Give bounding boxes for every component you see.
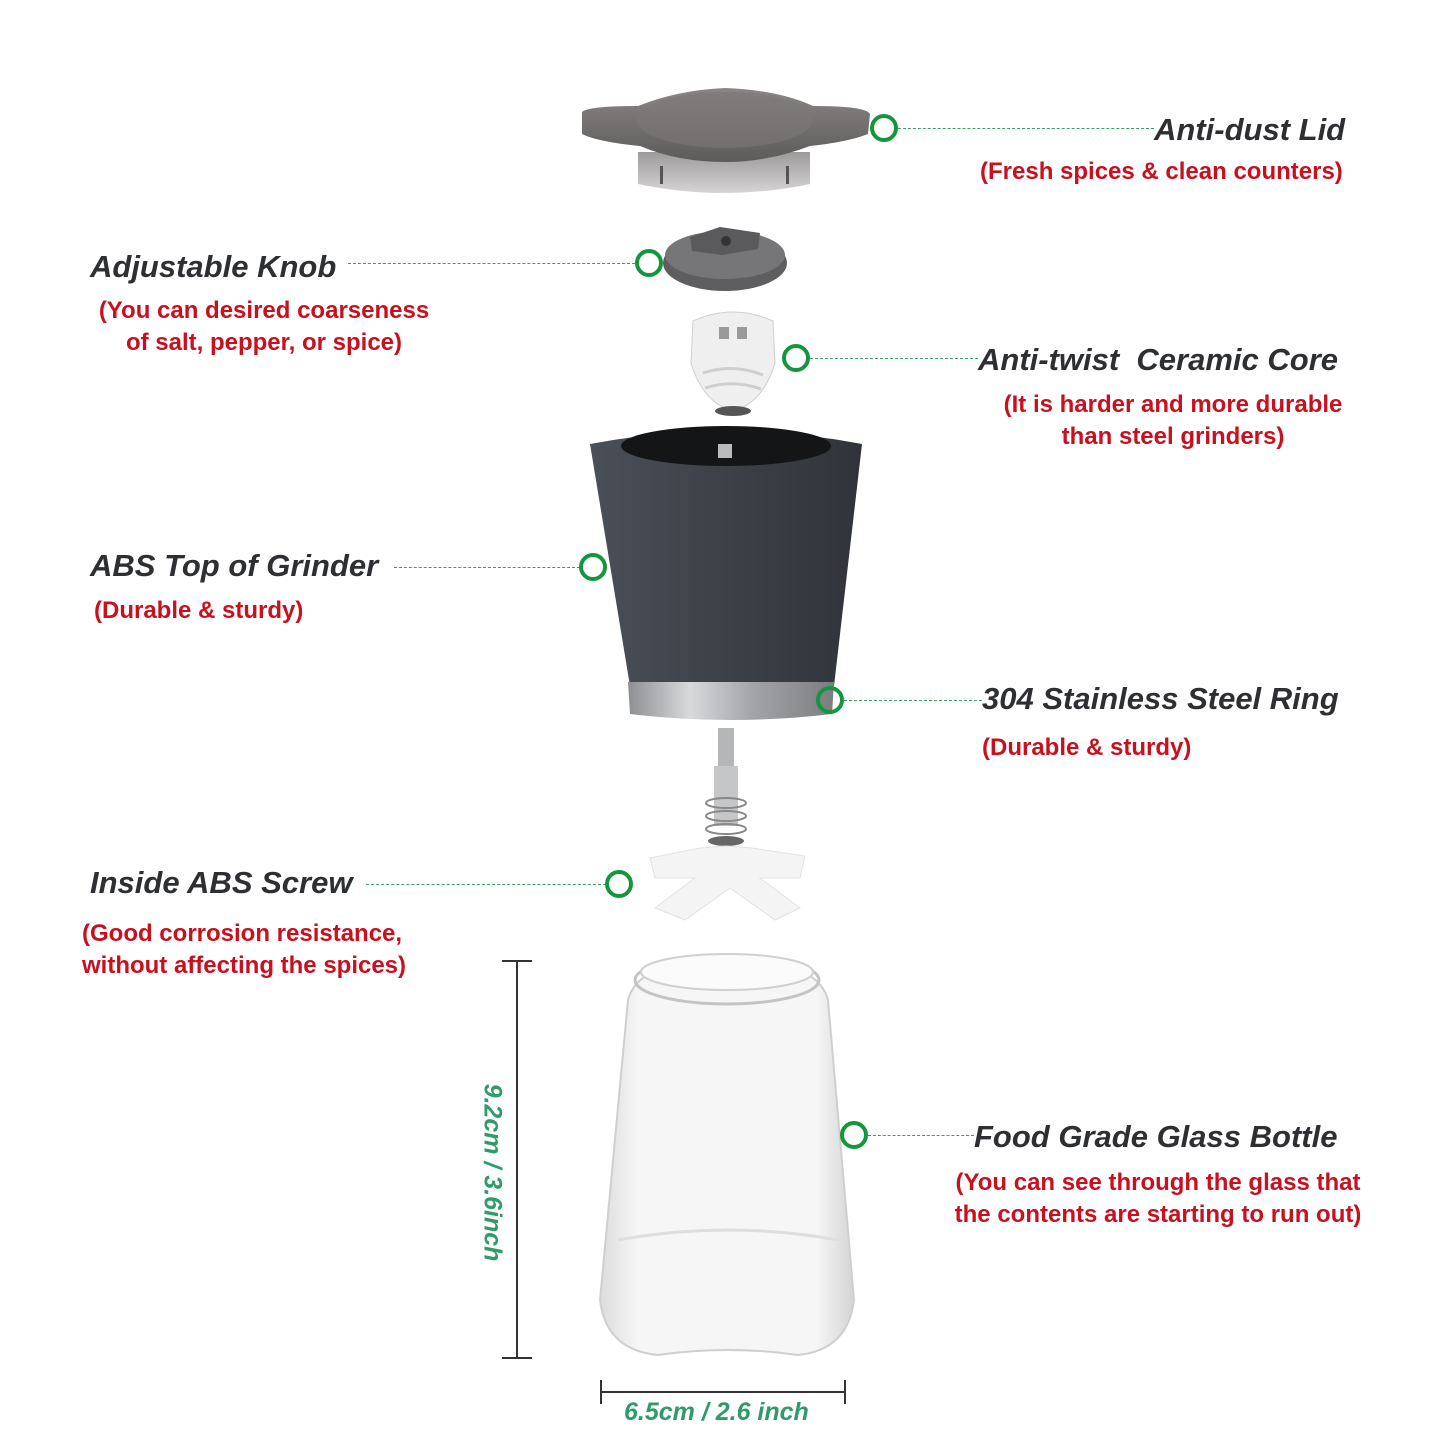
callout-description: (Durable & sturdy) — [94, 597, 304, 624]
glass-bottle-image — [598, 953, 856, 1357]
leader-line — [868, 1135, 974, 1136]
callout-description: (Fresh spices & clean counters) — [980, 158, 1343, 185]
callout-description: (Good corrosion resistance, without affe… — [82, 918, 406, 982]
width-dimension-cap-left — [600, 1380, 602, 1404]
width-dimension-label: 6.5cm / 2.6 inch — [624, 1398, 809, 1426]
marker-circle-icon — [635, 249, 663, 277]
marker-circle-icon — [579, 553, 607, 581]
callout-description-line: (It is harder and more durable — [1003, 391, 1343, 418]
marker-circle-icon — [782, 344, 810, 372]
callout-title: Anti-dust Lid — [1154, 112, 1346, 147]
height-dimension-cap-top — [502, 960, 532, 962]
callout-description-line: without affecting the spices) — [82, 952, 407, 979]
leader-line — [844, 700, 982, 701]
leader-line — [810, 358, 978, 359]
width-dimension-line — [600, 1391, 845, 1393]
callout-description-line: than steel grinders) — [1061, 423, 1285, 450]
inside-abs-screw-image — [649, 728, 806, 921]
callout-title: Adjustable Knob — [90, 249, 337, 284]
height-dimension-cap-bottom — [502, 1357, 532, 1359]
adjustable-knob-image — [663, 227, 787, 291]
leader-line — [394, 567, 580, 568]
callout-description-line: of salt, pepper, or spice) — [125, 329, 403, 356]
marker-circle-icon — [605, 870, 633, 898]
callout-description: (It is harder and more durable than stee… — [980, 389, 1366, 453]
leader-line — [366, 884, 606, 885]
callout-description-line: (You can see through the glass that — [955, 1169, 1361, 1196]
callout-title: Anti-twist Ceramic Core — [978, 342, 1339, 377]
leader-line — [898, 128, 1154, 129]
callout-description: (Durable & sturdy) — [982, 734, 1192, 761]
callout-description-line: (You can desired coarseness — [98, 297, 430, 324]
callout-title: Inside ABS Screw — [90, 865, 353, 900]
marker-circle-icon — [816, 686, 844, 714]
callout-title: Food Grade Glass Bottle — [974, 1119, 1338, 1154]
marker-circle-icon — [870, 114, 898, 142]
callout-description: (You can see through the glass that the … — [926, 1167, 1390, 1231]
ceramic-core-image — [690, 311, 776, 416]
callout-title: 304 Stainless Steel Ring — [982, 681, 1339, 716]
callout-description-line: (Good corrosion resistance, — [82, 920, 403, 947]
callout-description-line: the contents are starting to run out) — [954, 1201, 1362, 1228]
leader-line — [348, 263, 635, 264]
width-dimension-cap-right — [844, 1380, 846, 1404]
callout-description: (You can desired coarseness of salt, pep… — [76, 295, 452, 359]
height-dimension-line — [516, 960, 518, 1358]
abs-grinder-top-image — [590, 426, 862, 720]
callout-title: ABS Top of Grinder — [90, 548, 379, 583]
anti-dust-lid-image — [582, 88, 870, 193]
height-dimension-label: 9.2cm / 3.6inch — [478, 1083, 507, 1262]
marker-circle-icon — [840, 1121, 868, 1149]
